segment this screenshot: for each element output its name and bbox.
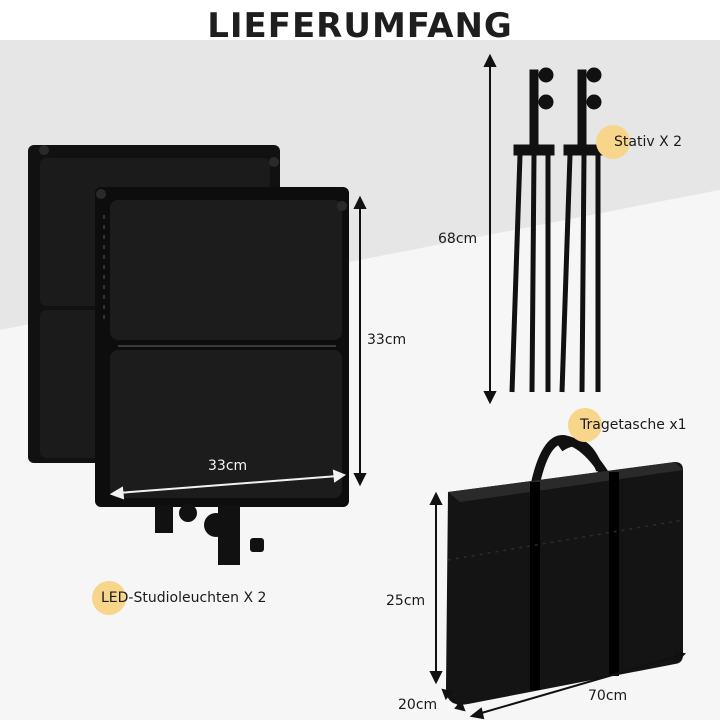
panel-width-arrow (109, 469, 347, 500)
light-label-dot (92, 581, 126, 615)
bag-height-label: 25cm (386, 593, 426, 609)
stand-height-arrow (483, 53, 497, 405)
page-title: LIEFERUMFANG (207, 6, 513, 46)
led-panel-front (95, 187, 349, 507)
stand-label: Stativ X 2 (614, 134, 683, 150)
bag-label: Tragetasche x1 (580, 417, 687, 433)
panel-height-arrow (353, 195, 367, 487)
bag-height-arrow (429, 491, 443, 685)
bag-depth-arrow (441, 688, 466, 712)
bag-label-dot (568, 408, 602, 442)
panel-mount (155, 504, 264, 565)
stand-height-label: 68cm (438, 231, 478, 247)
carrying-bag (446, 435, 684, 705)
panel-width-label: 33cm (208, 458, 248, 474)
bag-width-arrow (469, 650, 686, 720)
tripod-stands (509, 67, 605, 393)
light-label: LED-Studioleuchten X 2 (101, 590, 267, 606)
bag-depth-label: 20cm (398, 697, 438, 713)
panel-height-label: 33cm (367, 332, 407, 348)
bag-width-label: 70cm (588, 688, 628, 704)
stand-label-dot (596, 125, 630, 159)
